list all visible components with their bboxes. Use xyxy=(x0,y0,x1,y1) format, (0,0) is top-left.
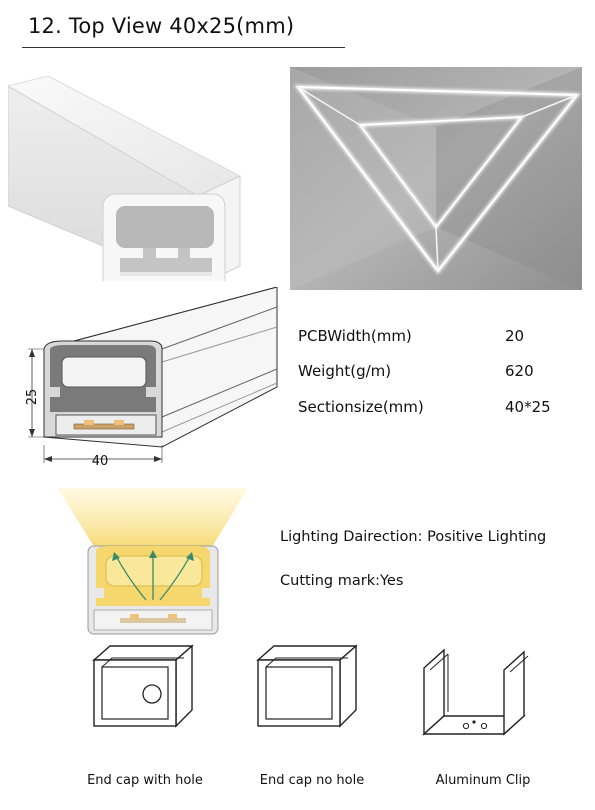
spec-label-pcb-width: PCBWidth(mm) xyxy=(298,327,412,345)
lighting-direction-diagram xyxy=(58,488,248,635)
spec-label-weight: Weight(g/m) xyxy=(298,362,392,380)
width-dimension-label: 40 xyxy=(92,454,109,467)
end-cap-no-hole-icon xyxy=(256,644,358,728)
accessory-label-end-cap-no-hole: End cap no hole xyxy=(259,773,365,788)
cross-section-drawing: 25 40 xyxy=(25,287,278,467)
profile-product-photo xyxy=(8,76,242,281)
spec-label-section-size: Sectionsize(mm) xyxy=(298,398,424,416)
cutting-mark-text: Cutting mark:Yes xyxy=(280,573,404,589)
spec-value-section-size: 40*25 xyxy=(505,398,551,416)
spec-value-pcb-width: 20 xyxy=(505,327,525,345)
accessory-label-aluminum-clip: Aluminum Clip xyxy=(435,773,531,788)
spec-value-weight: 620 xyxy=(505,362,534,380)
lighting-direction-text: Lighting Dairection: Positive Lighting xyxy=(280,529,547,545)
aluminum-clip-icon xyxy=(422,648,529,736)
height-dimension-label: 25 xyxy=(25,389,40,406)
end-cap-with-hole-icon xyxy=(92,644,194,728)
title-underline xyxy=(22,47,345,48)
triangle-light-room-photo xyxy=(290,67,582,290)
page-title: 12. Top View 40x25(mm) xyxy=(28,14,295,38)
accessory-label-end-cap-with-hole: End cap with hole xyxy=(87,773,203,788)
